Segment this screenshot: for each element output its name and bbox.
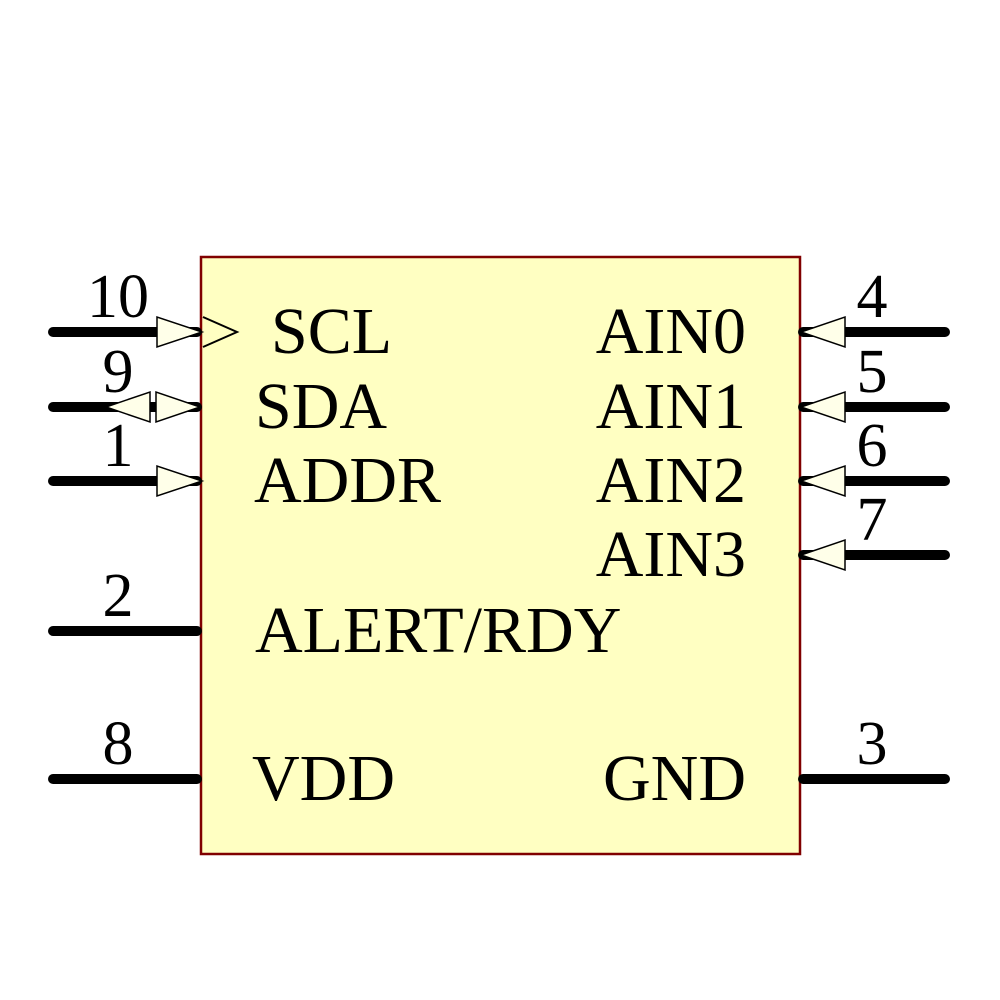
pin-number: 3: [856, 710, 888, 778]
pin-label-ain0: AIN0: [595, 295, 746, 368]
input-arrow-icon: [156, 315, 205, 349]
pin-label-ain3: AIN3: [595, 518, 746, 591]
pin-number: 4: [856, 263, 888, 331]
pin-number: 10: [87, 263, 149, 331]
pin-label-addr: ADDR: [254, 444, 442, 517]
pin-number: 9: [102, 338, 134, 406]
pin-number: 6: [856, 412, 888, 480]
pin-label-ain2: AIN2: [595, 444, 746, 517]
input-arrow-icon: [798, 464, 846, 498]
pin-label-vdd: VDD: [252, 742, 395, 815]
pin-label-scl: SCL: [271, 295, 393, 368]
pin-label-alert-rdy: ALERT/RDY: [255, 594, 622, 667]
pin-number: 1: [102, 412, 134, 480]
pin-label-gnd: GND: [603, 742, 746, 815]
input-arrow-icon: [798, 315, 846, 349]
component-body[interactable]: [199, 255, 802, 856]
input-arrow-icon: [798, 538, 846, 572]
input-arrow-icon: [156, 464, 205, 498]
pin-label-sda: SDA: [255, 370, 388, 443]
bidirectional-arrow-in-icon: [155, 390, 203, 424]
pin-number: 2: [102, 562, 134, 630]
pin-number: 8: [102, 710, 134, 778]
pin-number: 5: [856, 338, 888, 406]
input-arrow-icon: [798, 390, 846, 424]
clock-icon: [202, 316, 240, 348]
bidirectional-arrow-out-icon: [103, 390, 151, 424]
pin-number: 7: [856, 486, 888, 554]
pin-label-ain1: AIN1: [595, 370, 746, 443]
